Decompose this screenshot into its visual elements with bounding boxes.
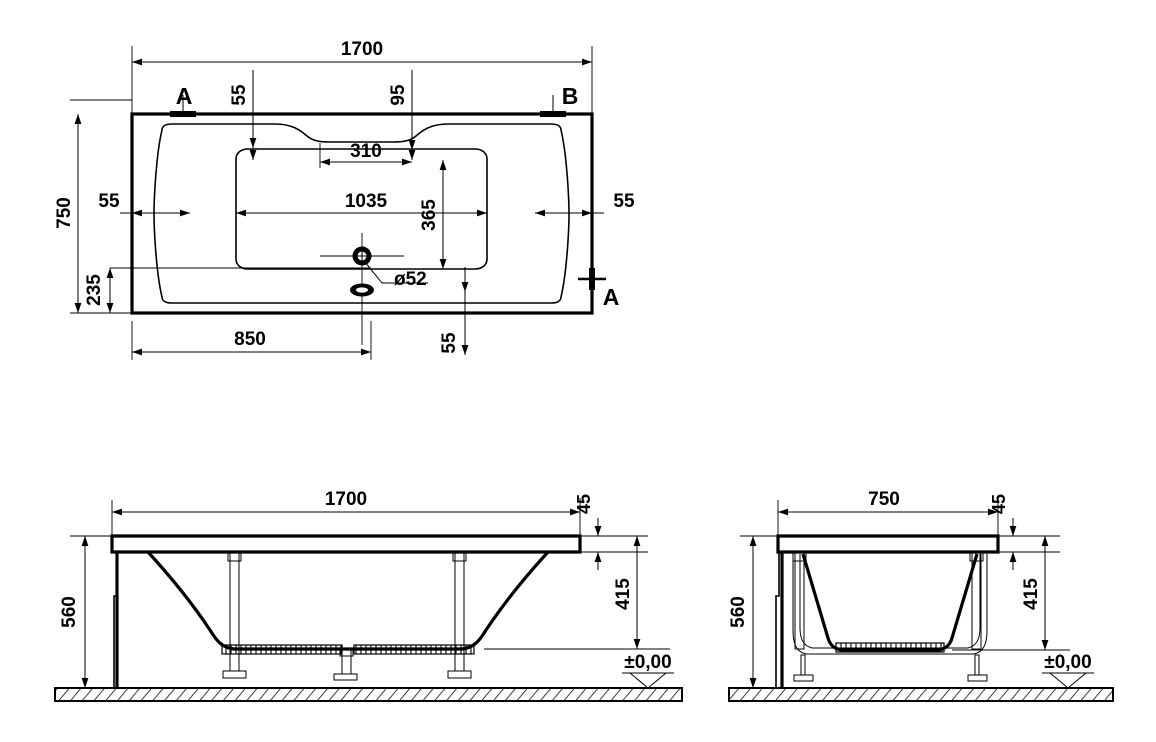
- dim-label-95: 95: [388, 84, 409, 106]
- dim-label-560-front: 560: [59, 596, 80, 628]
- dim-side-width: 750: [778, 489, 998, 516]
- side-skirt-left-inner: [775, 552, 780, 688]
- dim-label-235: 235: [84, 274, 105, 306]
- dim-label-850: 850: [234, 329, 266, 350]
- dim-top-overall-width: 750: [54, 114, 82, 313]
- side-frame-left2: [799, 554, 890, 649]
- front-rim-board: [110, 534, 582, 554]
- side-bowl-profile: [801, 553, 979, 652]
- dim-label-1700-top: 1700: [341, 39, 383, 60]
- dim-top-left-rim: 55: [98, 191, 190, 217]
- dim-top-overall-length: 1700: [132, 39, 592, 66]
- level-label-front: ±0,00: [624, 652, 671, 673]
- front-extension-lines: [70, 498, 670, 689]
- dim-top-inner-notch: 310: [319, 141, 412, 168]
- dim-label-750-side: 750: [868, 489, 900, 510]
- dim-front-inner-height: 415: [613, 536, 641, 649]
- dim-top-inner-length: 1035: [236, 191, 487, 217]
- side-extension-lines: [740, 498, 1070, 689]
- dim-front-total-height: 560: [59, 536, 89, 688]
- side-frame-right2: [890, 554, 981, 649]
- dim-front-rim-thickness: 45: [574, 494, 602, 570]
- dim-top-upper-rim: 55: [229, 70, 257, 160]
- dim-label-45-side: 45: [989, 494, 1009, 514]
- top-view-group: 1700 750 55 55 55: [54, 39, 635, 360]
- dim-label-diameter-52: ø52: [394, 269, 427, 290]
- front-leg-right: [447, 552, 472, 679]
- tub-rim-contour: [153, 123, 570, 304]
- dim-side-rim-thickness: 45: [989, 494, 1017, 570]
- side-rib-strip: [835, 642, 945, 653]
- dim-side-total-height: 560: [728, 536, 757, 688]
- dim-label-415-front: 415: [613, 578, 634, 610]
- dim-label-55-top: 55: [229, 84, 250, 106]
- dim-label-750-top: 750: [54, 197, 75, 229]
- front-leg-left: [222, 552, 247, 679]
- front-leg-center: [333, 649, 358, 681]
- side-level-symbol: ±0,00: [1042, 652, 1094, 689]
- front-elevation-group: 1700 45 560 415 ±0,00: [54, 489, 683, 702]
- section-label-b-top: B: [562, 83, 579, 109]
- dim-top-headrest-offset: 95: [388, 70, 416, 160]
- dim-label-1035: 1035: [345, 191, 388, 212]
- front-level-symbol: ±0,00: [622, 652, 674, 689]
- side-elevation-group: 750 45 560 415 ±0,00: [728, 489, 1114, 702]
- front-tub-left-slope: [146, 550, 434, 651]
- dim-label-55-right: 55: [613, 191, 635, 212]
- dim-label-1700-front: 1700: [325, 489, 367, 510]
- dim-top-right-rim: 55: [535, 191, 635, 217]
- section-label-a-right: A: [603, 284, 620, 310]
- dim-label-45-front: 45: [574, 494, 594, 514]
- overflow-outlet-icon: [350, 283, 374, 297]
- dim-label-55-bottom: 55: [439, 332, 460, 354]
- side-rim-board: [776, 534, 1000, 554]
- dim-label-310: 310: [350, 141, 382, 162]
- section-label-a-top: A: [176, 83, 193, 109]
- side-leg-right: [967, 552, 988, 682]
- front-ground-slab: [54, 687, 683, 702]
- front-tub-right-slope: [434, 550, 550, 651]
- side-leg-left: [792, 552, 814, 682]
- dim-label-415-side: 415: [1021, 578, 1042, 610]
- side-frame-left: [792, 554, 890, 655]
- dim-label-560-side: 560: [728, 596, 749, 628]
- dim-top-drain-offset-y: 235: [84, 268, 114, 313]
- dim-label-55-left: 55: [98, 191, 120, 212]
- dim-side-inner-height: 415: [1021, 536, 1049, 650]
- dim-front-length: 1700: [112, 489, 580, 516]
- dim-top-drain-offset-x: 850: [132, 329, 371, 356]
- dim-label-365: 365: [419, 199, 440, 231]
- dim-top-lower-rim: 55: [439, 267, 469, 355]
- section-leader-stems: [182, 95, 554, 114]
- drain-outlet-icon: [352, 246, 372, 266]
- front-tub-inner-profile: [113, 552, 118, 688]
- dim-top-inner-width: 365: [419, 160, 447, 269]
- side-ground-slab: [728, 687, 1114, 702]
- side-frame-right: [890, 554, 988, 655]
- level-label-side: ±0,00: [1044, 652, 1091, 673]
